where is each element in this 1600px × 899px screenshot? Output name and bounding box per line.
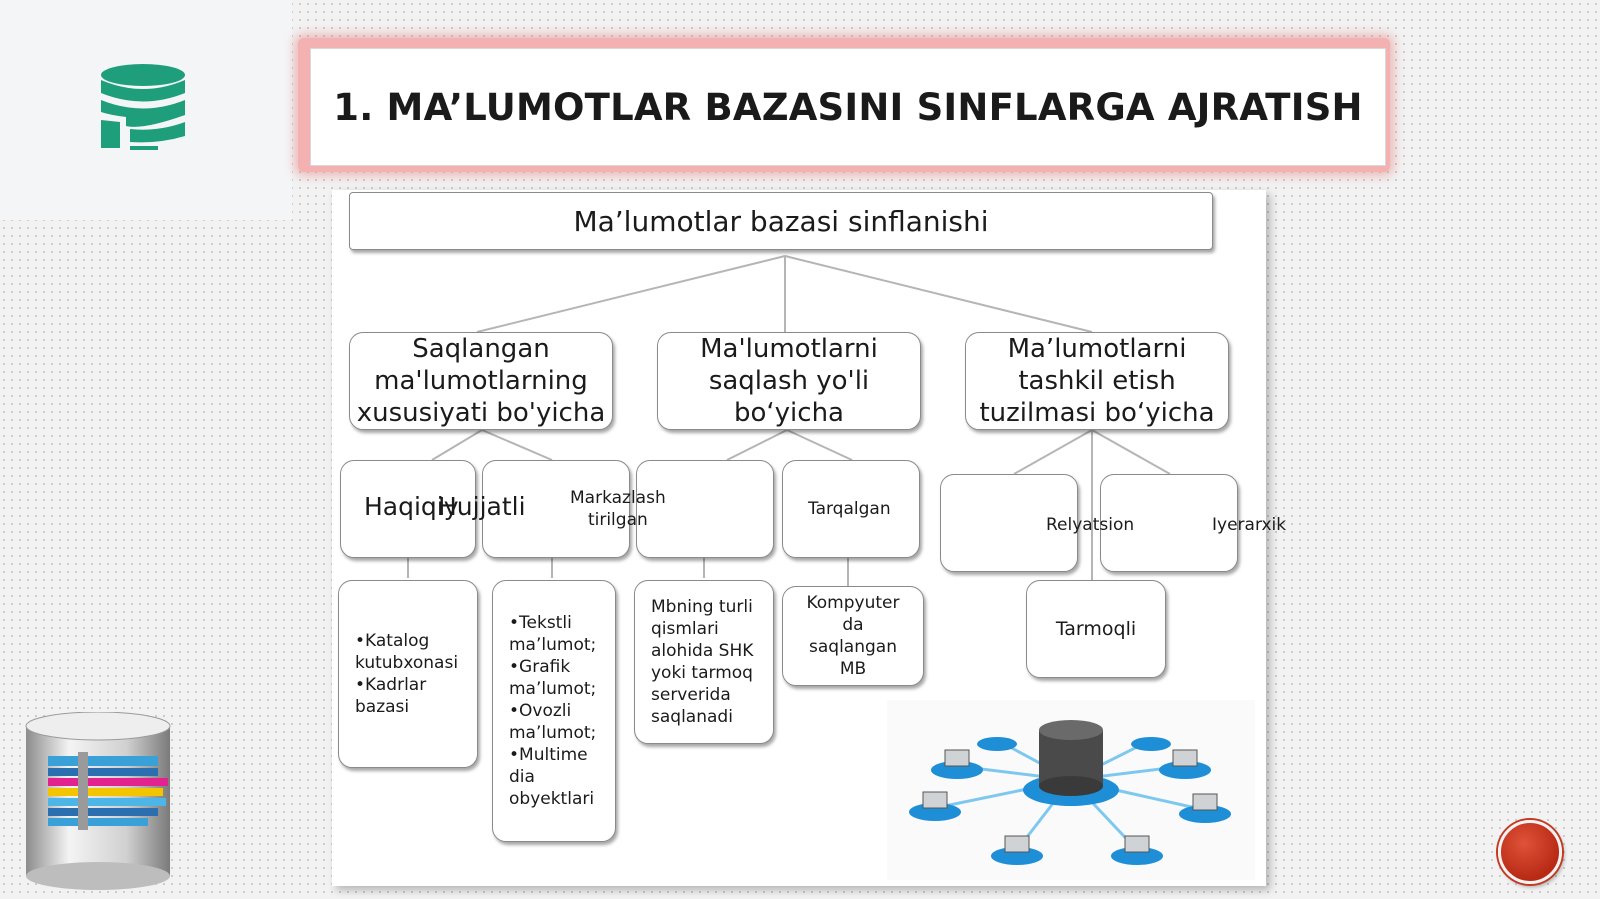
detail-line: MB xyxy=(839,659,867,679)
category-label-line: tashkil etish xyxy=(1018,366,1176,396)
category-node-storage: Ma'lumotlarni saqlash yo'li bo‘yicha xyxy=(657,332,921,430)
detail-node-tarqalgan: Kompyuter da saqlangan MB xyxy=(782,586,924,686)
root-label: Ma’lumotlar bazasi sinflanishi xyxy=(573,204,989,238)
detail-line: kutubxonasi xyxy=(355,653,459,673)
next-slide-button[interactable] xyxy=(1498,820,1562,884)
category-node-structure: Ma’lumotlarni tashkil etish tuzilmasi bo… xyxy=(965,332,1229,430)
type-node-hujjatli xyxy=(482,460,630,558)
database-stack-icon xyxy=(25,712,171,890)
category-label-line: Ma’lumotlarni xyxy=(1007,334,1187,364)
detail-line: Mbning turli xyxy=(651,597,753,617)
detail-node-haqiqiy: •Katalog kutubxonasi •Kadrlar bazasi xyxy=(338,580,478,768)
database-icon xyxy=(101,64,185,150)
logo-panel xyxy=(0,0,292,220)
category-label-line: saqlash yo'li xyxy=(708,366,870,396)
detail-line: saqlangan xyxy=(809,637,897,657)
detail-line: •Grafik xyxy=(509,657,571,677)
type-node-relyatsion xyxy=(940,474,1078,572)
type-node-iyerarxik xyxy=(1100,474,1238,572)
slide-title: 1. MA’LUMOTLAR BAZASINI SINFLARGA AJRATI… xyxy=(333,85,1363,129)
detail-line: alohida SHK xyxy=(651,641,754,661)
type-label-tarmoqli: Tarmoqli xyxy=(1055,618,1137,640)
title-box: 1. MA’LUMOTLAR BAZASINI SINFLARGA AJRATI… xyxy=(310,48,1386,166)
category-label-line: Ma'lumotlarni xyxy=(700,334,878,364)
type-label-line: tirilgan xyxy=(587,510,648,530)
category-label-line: ma'lumotlarning xyxy=(374,366,588,396)
detail-line: qismlari xyxy=(651,619,719,639)
category-node-properties: Saqlangan ma'lumotlarning xususiyati bo'… xyxy=(349,332,613,430)
type-label-markazlash: Markazlash tirilgan xyxy=(570,487,666,531)
detail-line: yoki tarmoq xyxy=(651,663,753,683)
network-illustration xyxy=(887,700,1255,880)
classification-diagram: Ma’lumotlar bazasi sinflanishi Saqlangan… xyxy=(332,190,1286,886)
detail-line: obyektlari xyxy=(509,789,595,809)
detail-line: •Kadrlar xyxy=(355,675,427,695)
type-label-line: Markazlash xyxy=(570,488,666,508)
detail-line: saqlanadi xyxy=(651,707,733,727)
detail-line: •Katalog xyxy=(355,631,430,651)
type-label-tarqalgan: Tarqalgan xyxy=(808,499,891,519)
category-label-line: tuzilmasi bo‘yicha xyxy=(979,398,1215,428)
type-label-relyatsion: Relyatsion xyxy=(1046,515,1135,535)
type-node-tarqalgan xyxy=(782,460,920,558)
detail-node-markazlash: Mbning turli qismlari alohida SHK yoki t… xyxy=(634,580,774,744)
category-label-line: bo‘yicha xyxy=(733,398,844,428)
detail-node-hujjatli: •Tekstli ma’lumot; •Grafik ma’lumot; •Ov… xyxy=(492,580,616,842)
detail-line: ma’lumot; xyxy=(509,679,597,699)
category-label-line: xususiyati bo'yicha xyxy=(356,398,606,428)
root-node: Ma’lumotlar bazasi sinflanishi xyxy=(349,192,1213,250)
detail-line: •Multime xyxy=(509,745,588,765)
type-label-haqiqiy: Haqiqiy xyxy=(364,492,459,521)
detail-line: •Ovozli xyxy=(509,701,572,721)
network-database-icon xyxy=(909,720,1231,865)
detail-line: da xyxy=(842,615,864,635)
detail-line: serverida xyxy=(651,685,731,705)
category-label-line: Saqlangan xyxy=(412,334,550,364)
type-node-tarmoqli: Tarmoqli xyxy=(1026,580,1166,678)
detail-line: •Tekstli xyxy=(509,613,572,633)
detail-line: dia xyxy=(509,767,535,787)
type-label-iyerarxik: Iyerarxik xyxy=(1212,515,1287,535)
detail-line: Kompyuter xyxy=(806,593,900,613)
type-label-hujjatli: Hujjatli xyxy=(438,492,526,521)
detail-line: ma’lumot; xyxy=(509,635,597,655)
detail-line: ma’lumot; xyxy=(509,723,597,743)
type-node-markazlash xyxy=(636,460,774,558)
detail-line: bazasi xyxy=(355,697,410,717)
type-node-haqiqiy xyxy=(340,460,476,558)
connector-lines xyxy=(407,255,1171,586)
